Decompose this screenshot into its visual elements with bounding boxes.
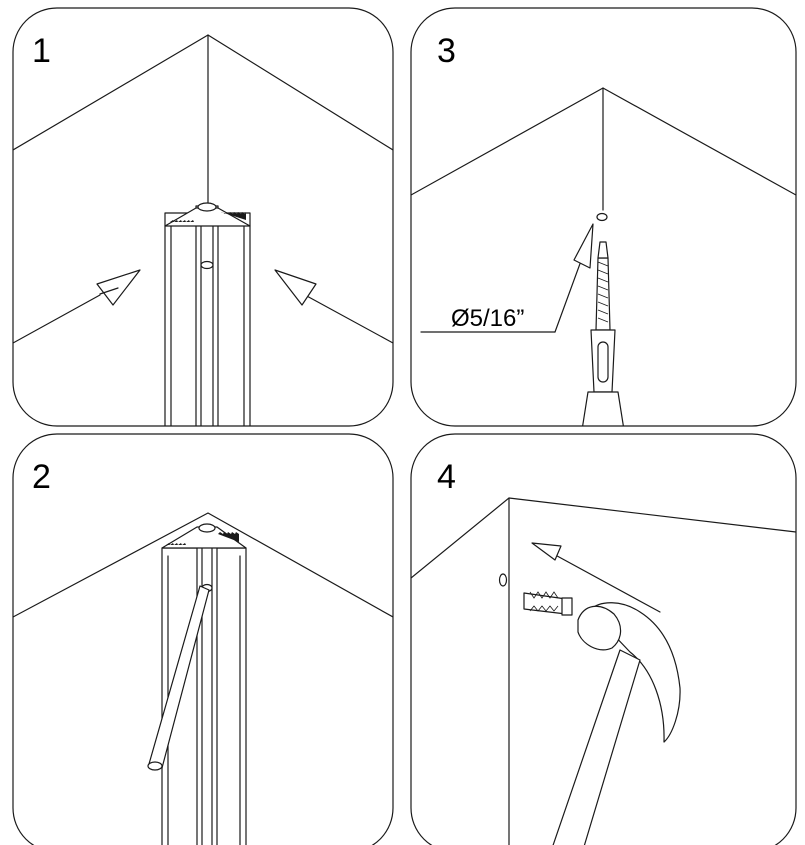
arrow-right-icon <box>96 269 141 306</box>
drill-hole <box>498 573 508 587</box>
step-number: 3 <box>437 32 456 70</box>
step-number: 4 <box>437 458 456 496</box>
hammer-icon <box>547 602 681 845</box>
drill-diameter-label: Ø5/16” <box>451 305 524 332</box>
panel-step-3: 3 Ø5/16” <box>410 7 797 427</box>
panel-step-2: 2 <box>12 433 394 845</box>
corner-guard <box>164 202 251 426</box>
drill-bit-icon <box>581 241 625 426</box>
panel-step-4: 4 <box>410 433 797 845</box>
panel-frame <box>410 7 797 427</box>
panel-step-1: 1 <box>12 7 394 427</box>
panel-frame <box>410 433 797 845</box>
panel-frame <box>12 433 394 845</box>
step-number: 1 <box>32 32 51 70</box>
drill-hole <box>596 212 608 222</box>
arrow-icon <box>531 542 661 613</box>
wall-plug-icon <box>523 591 573 616</box>
panel-frame <box>12 7 394 427</box>
pencil-icon <box>147 585 210 771</box>
dimension-leader <box>420 223 594 333</box>
arrow-left-icon <box>274 269 317 306</box>
step-number: 2 <box>32 458 51 496</box>
